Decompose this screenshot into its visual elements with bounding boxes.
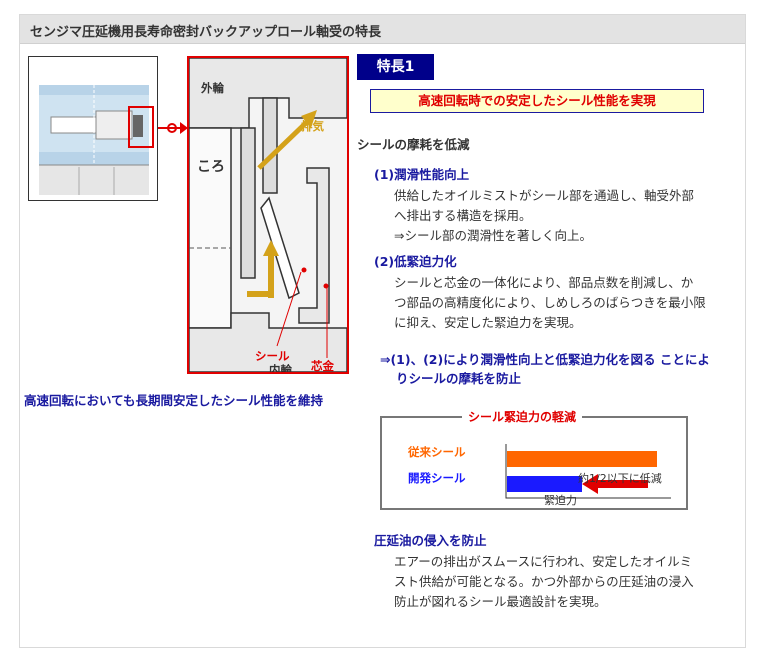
label-exhaust: 排気 (301, 119, 324, 133)
feature-badge: 特長1 (357, 54, 434, 80)
chart-bar (507, 451, 657, 467)
point1-title: (1)潤滑性能向上 (374, 167, 470, 182)
diagram-caption: 高速回転においても長期間安定したシール性能を維持 (24, 393, 324, 408)
oil-line: スト供給が可能となる。かつ外部からの圧延油の浸入 (394, 574, 694, 589)
section-header: センジマ圧延機用長寿命密封バックアップロール軸受の特長 (20, 15, 745, 44)
point1-line: へ排出する構造を採用。 (394, 208, 532, 223)
chart-category-label: 開発シール (408, 471, 466, 485)
chart-x-label: 緊迫力 (544, 494, 577, 507)
conclusion-line: ⇒(1)、(2)により潤滑性向上と低緊迫力化を図る ことによ (380, 352, 710, 367)
conclusion-line: りシールの摩耗を防止 (396, 371, 522, 386)
label-outer-ring: 外輪 (201, 81, 224, 95)
point2-line: シールと芯金の一体化により、部品点数を削減し、か (394, 275, 694, 290)
point2-text: シールと芯金の一体化により、部品点数を削減し、か つ部品の高精度化により、しめし… (394, 273, 706, 333)
bearing-thumbnail (28, 56, 158, 201)
chart-axis (505, 444, 671, 499)
point2-line: つ部品の高精度化により、しめしろのばらつきを最小限 (394, 295, 706, 310)
feature-headline: 高速回転時での安定したシール性能を実現 (370, 89, 704, 113)
oil-line: エアーの排出がスムースに行われ、安定したオイルミ (394, 554, 693, 569)
zoom-connector-arrow (158, 122, 188, 134)
point2-title: (2)低緊迫力化 (374, 254, 457, 269)
point1-line: ⇒シール部の潤滑性を著しく向上。 (394, 228, 592, 243)
force-chart: シール緊迫力の軽減 従来シール 開発シール 緊迫力 約1/2以下に低減 (380, 408, 688, 510)
oil-line: 防止が図れるシール最適設計を実現。 (394, 594, 607, 609)
seal-cross-section-drawing (189, 58, 347, 372)
bearing-thumbnail-drawing (39, 85, 154, 195)
chart-annotation: 約1/2以下に低減 (578, 472, 662, 485)
label-seal: シール (255, 349, 290, 363)
label-core: 芯金 (311, 359, 334, 373)
section-wear-title: シールの摩耗を低減 (357, 137, 470, 152)
section-oil-text: エアーの排出がスムースに行われ、安定したオイルミ スト供給が可能となる。かつ外部… (394, 552, 694, 612)
point2-line: に抑え、安定した緊迫力を実現。 (394, 315, 582, 330)
chart-bar (507, 476, 582, 492)
conclusion-text: ⇒(1)、(2)により潤滑性向上と低緊迫力化を図る ことによ りシールの摩耗を防… (380, 350, 710, 388)
chart-reduction-arrow (582, 474, 648, 494)
label-roller: ころ (197, 159, 225, 175)
chart-plot (505, 444, 671, 499)
point1-line: 供給したオイルミストがシール部を通過し、軸受外部 (394, 188, 695, 203)
seal-cross-section: 外輪 ころ 排気 シール 内輪 芯金 (187, 56, 349, 374)
chart-title: シール緊迫力の軽減 (462, 408, 583, 425)
section-oil-title: 圧延油の侵入を防止 (374, 533, 487, 548)
page-title: センジマ圧延機用長寿命密封バックアップロール軸受の特長 (30, 25, 382, 40)
chart-category-label: 従来シール (408, 445, 466, 459)
point1-text: 供給したオイルミストがシール部を通過し、軸受外部 へ排出する構造を採用。 ⇒シー… (394, 186, 694, 246)
label-inner-ring: 内輪 (269, 363, 292, 374)
